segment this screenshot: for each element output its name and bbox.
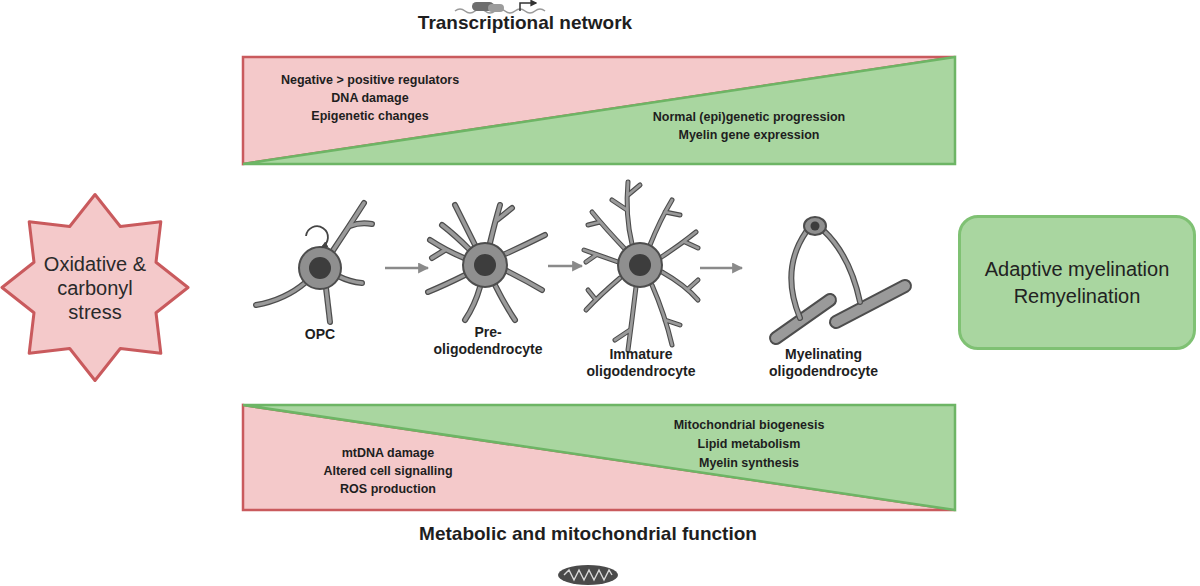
cell-nucleus [811,222,820,231]
transcription-arrow [520,3,536,11]
factor-text: Epigenetic changes [280,107,460,125]
outcome-text: Adaptive myelination [985,256,1170,283]
factor-text: Normal (epi)genetic progression [639,108,859,126]
proliferation-arrow [306,226,328,247]
myelin-sheath-outline [776,300,830,338]
star-fill [2,195,188,381]
triangle-fill [243,405,955,510]
positive-triangle: Normal (epi)genetic progressionMyelin ge… [243,57,955,164]
myelin-sheath-outline [836,286,905,322]
text-stack: Normal (epi)genetic progressionMyelin ge… [639,108,859,144]
cell-stage: OPC [255,200,385,343]
triangle-shape [243,57,955,164]
cell-process [791,230,860,318]
factor-text: Negative > positive regulators [280,71,460,89]
metabolic-band: Metabolic and mitochondrial functionmtDN… [243,405,955,510]
stress-star: Oxidative & carbonyl stress [0,185,190,390]
factor-text: Myelin synthesis [639,454,859,473]
cell-body [299,247,341,289]
factor-text: Altered cell signalling [298,462,478,480]
cell-process-outline [791,230,860,318]
factor-text: Mitochondrial biogenesis [639,416,859,435]
band-heading: Metabolic and mitochondrial function [338,523,838,545]
text-center: Oxidative & carbonyl stress [0,185,190,390]
cell-process [256,203,372,322]
transcription-band: Transcriptional networkNegative > positi… [243,57,955,164]
text-stack: Mitochondrial biogenesisLipid metabolism… [639,416,859,473]
band-heading: Transcriptional network [275,12,775,34]
factor-text: mtDNA damage [298,444,478,462]
stress-text: Oxidative & carbonyl stress [35,252,155,324]
text-stack: mtDNA damageAltered cell signallingROS p… [298,444,478,498]
triangle-fill [243,57,955,164]
cell-nucleus [629,254,651,276]
cell-stage: Pre- oligodendrocyte [428,195,548,358]
cell-label: Pre- oligodendrocyte [428,324,548,358]
stage-arrow [385,267,428,270]
text-stack: Negative > positive regulatorsDNA damage… [280,71,460,125]
cell-body [804,217,826,235]
cell-process [428,205,545,320]
factor-symbol [488,4,504,12]
cell-nucleus [309,257,331,279]
myelin-sheath [836,286,905,322]
factor-text: ROS production [298,480,478,498]
cell-nucleus [474,254,496,276]
cell-process-outline [428,205,545,320]
outcome-text: Remyelination [1014,283,1141,310]
factor-text: Myelin gene expression [639,126,859,144]
triangle-fill [243,57,955,164]
triangle-fill [243,405,955,510]
stage-arrow [548,265,582,268]
cell-process [584,182,698,350]
mitochondrion-cristae [564,570,612,580]
mitochondrion-icon [558,565,618,585]
stage-arrow [700,267,742,270]
positive-triangle: Mitochondrial biogenesisLipid metabolism… [243,405,955,510]
cell-process-outline [256,203,372,322]
cell-label: OPC [305,326,335,343]
cell-body [618,243,662,287]
myelin-sheath [776,300,830,338]
cell-label: Immature oligodendrocyte [582,346,700,380]
outcome-box: Adaptive myelinationRemyelination [958,215,1196,350]
factor-text: Lipid metabolism [639,435,859,454]
triangle-shape [243,405,955,510]
cell-process-outline [584,182,698,350]
factor-text: DNA damage [280,89,460,107]
cell-stage: Immature oligodendrocyte [582,178,700,380]
cell-label: Myelinating oligodendrocyte [742,346,905,380]
cell-stage: Myelinating oligodendrocyte [742,185,905,380]
cell-body [463,243,507,287]
